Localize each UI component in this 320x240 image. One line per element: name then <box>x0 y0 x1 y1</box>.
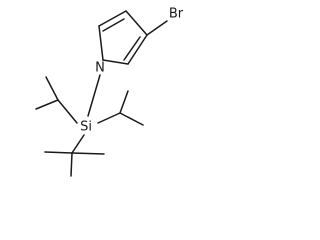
tert-butyl <box>44 134 105 177</box>
bond-n1-c2 <box>98 25 104 61</box>
bond-ch-me-right-a <box>119 112 144 126</box>
bond-cq-me-right <box>71 152 105 155</box>
bond-c5-n1 <box>102 59 129 65</box>
bond-n1-si <box>87 74 101 117</box>
pyrrole-ring <box>98 10 148 65</box>
bond-c4-br <box>146 20 168 36</box>
bond-c4-c5-inner <box>123 36 141 61</box>
bond-cq-me-down <box>70 152 73 177</box>
bond-si-ch-right <box>97 112 121 124</box>
chemical-structure: Br N Si <box>35 7 184 177</box>
bond-si-cq <box>71 134 85 154</box>
bond-ch-me-left-a <box>35 99 59 110</box>
bond-c3-c4 <box>125 10 148 36</box>
bond-ch-me-right-b <box>119 90 129 114</box>
bond-c2-c3-inner <box>102 18 125 32</box>
atom-nitrogen: N <box>95 61 105 76</box>
bond-ch-me-left-b <box>45 76 59 101</box>
bond-c2-c3 <box>98 10 127 27</box>
atom-silicon: Si <box>80 120 92 135</box>
isopropyl-right <box>97 90 144 126</box>
bond-c4-c5 <box>127 34 148 65</box>
bond-cq-me-left <box>44 151 73 154</box>
bond-si-ch-left <box>57 99 78 124</box>
isopropyl-left <box>35 76 78 124</box>
atom-bromine: Br <box>169 7 184 22</box>
